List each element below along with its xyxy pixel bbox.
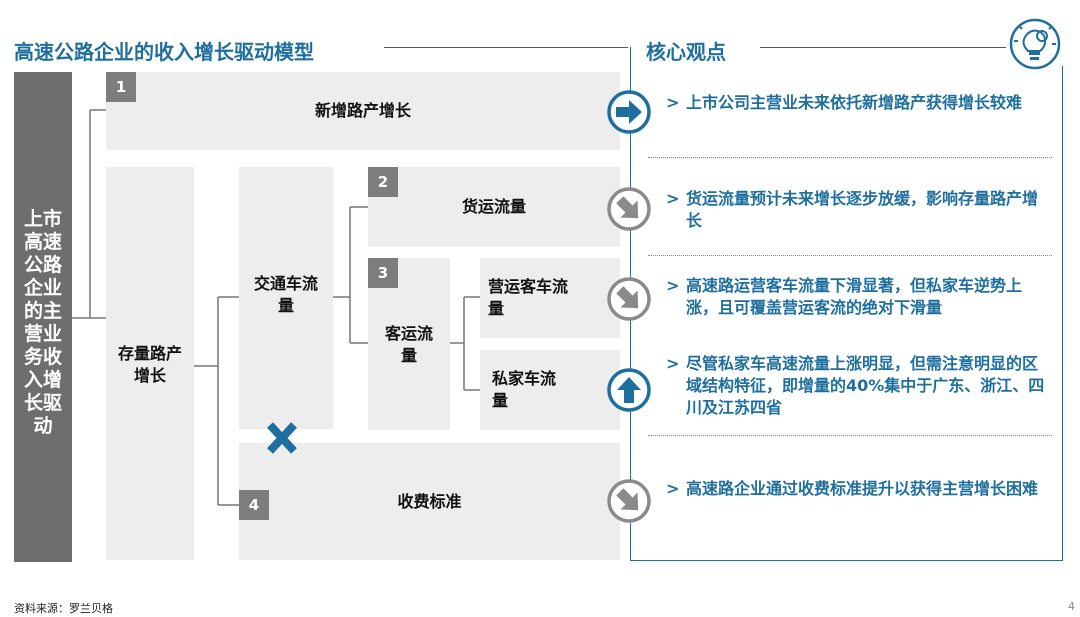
down-right-arrow-icon: [607, 187, 651, 231]
chevron-right-icon: >: [666, 93, 680, 112]
diagram-title: 高速公路企业的收入增长驱动模型: [14, 40, 314, 64]
revenue-driver-label: 上市 高速 公路 企业 的主 营业 务收 入增 长驱 动: [23, 208, 62, 437]
insights-panel-bottom-border: [630, 560, 1063, 561]
toll-box: [239, 443, 620, 560]
traffic-label: 交通车流量: [253, 274, 318, 315]
badge-4: 4: [239, 490, 269, 520]
insight-item: > 货运流量预计未来增长逐步放缓，影响存量路产增长: [666, 189, 1039, 230]
freight-label: 货运流量: [461, 197, 526, 216]
cross-icon: [267, 422, 297, 454]
source-note: 资料来源：罗兰贝格: [14, 602, 113, 615]
up-arrow-icon: [607, 368, 651, 412]
down-right-arrow-icon: [607, 479, 651, 523]
right-arrow-icon: [607, 90, 651, 134]
lightbulb-gear-icon: [1009, 18, 1061, 70]
existing-road-box: [106, 167, 194, 560]
insight-divider: [648, 255, 1052, 256]
tree-connectors: [72, 109, 480, 506]
chevron-right-icon: >: [666, 276, 680, 295]
badge-3: 3: [368, 258, 398, 288]
private-car-label: 私家车流量: [492, 369, 557, 410]
new-road-label: 新增路产增长: [314, 101, 411, 120]
insight-item: > 高速路企业通过收费标准提升以获得主营增长困难: [666, 479, 1039, 498]
title-rule-left: [384, 47, 628, 48]
insight-divider: [648, 157, 1052, 158]
insight-divider: [648, 435, 1052, 436]
title-rule-right: [760, 47, 1006, 48]
insights-title: 核心观点: [646, 40, 726, 64]
badge-1: 1: [106, 72, 136, 102]
traffic-box: [239, 167, 333, 429]
chevron-right-icon: >: [666, 479, 680, 498]
insight-item: > 高速路运营客车流量下滑显著，但私家车逆势上涨，且可覆盖营运客流的绝对下滑量: [666, 276, 1023, 317]
badge-2: 2: [368, 167, 398, 197]
page-number: 4: [1068, 600, 1075, 613]
existing-road-label: 存量路产增长: [118, 344, 183, 385]
private-car-box: [480, 350, 620, 430]
bus-label: 营运客车流量: [488, 277, 569, 318]
bus-box: [480, 258, 620, 338]
insights-panel-right-border: [1062, 66, 1063, 560]
freight-box: [368, 167, 620, 247]
down-right-arrow-icon: [607, 277, 651, 321]
insight-item: > 上市公司主营业未来依托新增路产获得增长较难: [666, 93, 1023, 112]
toll-label: 收费标准: [397, 491, 462, 511]
revenue-driver-label-bar: [14, 72, 72, 562]
chevron-right-icon: >: [666, 189, 680, 208]
passenger-label: 客运流量: [384, 324, 433, 365]
insight-item: > 尽管私家车高速流量上涨明显，但需注意明显的区域结构特征，即增量的40%集中于…: [666, 354, 1045, 417]
new-road-box: [106, 72, 620, 150]
chevron-right-icon: >: [666, 354, 680, 373]
